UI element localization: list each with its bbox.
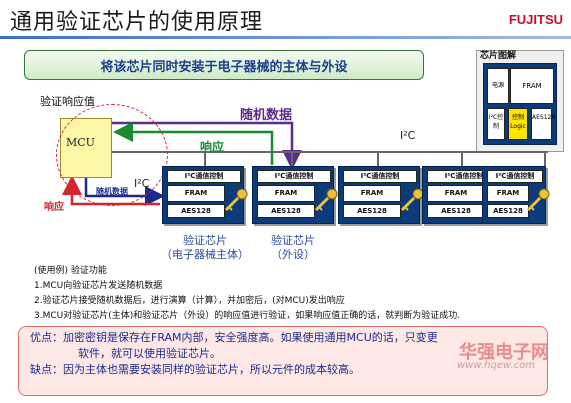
response-arrow-green bbox=[113, 122, 274, 165]
chip-diagram-inset: 电源 FRAM I²C控制 控制Logic AES128 bbox=[476, 50, 564, 152]
key-icon bbox=[314, 188, 338, 212]
page-title: 通用验证芯片的使用原理 bbox=[10, 10, 264, 35]
key-icon bbox=[224, 188, 248, 212]
banner: 将该芯片同时安装于电子器械的主体与外设 bbox=[24, 50, 424, 80]
caption-periph-line2: （外设） bbox=[271, 248, 315, 261]
inset-fram: FRAM bbox=[510, 68, 554, 104]
usage-list: (使用例) 验证功能 1.MCU向验证芯片发送随机数据 2.验证芯片接受随机数据… bbox=[34, 264, 460, 324]
caption-main-line2: （电子器械主体） bbox=[161, 248, 249, 261]
chip-i2c-control: I²C通信控制 bbox=[343, 170, 417, 183]
i2c-bus-label: I²C bbox=[400, 129, 416, 142]
pros-line-1: 优点：加密密钥是保存在FRAM内部，安全强度高。如果使用通用MCU的话，只变更 bbox=[30, 331, 438, 344]
chip-aes: AES128 bbox=[167, 204, 225, 218]
inset-title: 芯片图解 bbox=[480, 51, 517, 61]
fujitsu-logo: FUJITSU bbox=[508, 12, 563, 27]
inset-power: 电源 bbox=[487, 68, 509, 104]
caption-main-line1: 验证芯片 bbox=[183, 234, 227, 247]
inset-i2c: I²C控制 bbox=[487, 108, 505, 140]
chip-fram: FRAM bbox=[487, 185, 529, 202]
chip-i2c-control: I²C通信控制 bbox=[487, 170, 543, 183]
chip-aes: AES128 bbox=[343, 204, 401, 218]
chip-fram: FRAM bbox=[257, 185, 315, 202]
pros-cons-text: 优点：加密密钥是保存在FRAM内部，安全强度高。如果使用通用MCU的话，只变更 … bbox=[30, 330, 550, 378]
chip-fram: FRAM bbox=[427, 185, 485, 202]
chip-aes: AES128 bbox=[427, 204, 485, 218]
pros-cons-box bbox=[18, 326, 548, 396]
usage-header: (使用例) 验证功能 bbox=[34, 266, 107, 276]
usage-item: 1.MCU向验证芯片发送随机数据 bbox=[34, 281, 163, 291]
caption-periph-line1: 验证芯片 bbox=[271, 234, 315, 247]
i2c-local-label: I²C bbox=[134, 177, 150, 190]
chip-peripheral-4: I²C通信控制 FRAM AES128 bbox=[482, 166, 550, 224]
caption-periph: 验证芯片 （外设） bbox=[248, 234, 338, 262]
usage-item: 3.MCU对验证芯片(主体)和验证芯片（外设）的响应值进行验证，如果响应值正确的… bbox=[34, 311, 461, 321]
chip-peripheral-1: I²C通信控制 FRAM AES128 bbox=[252, 166, 338, 224]
caption-main: 验证芯片 （电子器械主体） bbox=[150, 234, 260, 262]
watermark-url: www.hqew.com bbox=[457, 360, 535, 371]
usage-item: 2.验证芯片接受随机数据后，进行演算（计算），并加密后，(对MCU)发出响应 bbox=[34, 296, 345, 306]
inset-aes: AES128 bbox=[531, 108, 555, 140]
cons-line: 缺点：因为主体也需要安装同样的验证芯片，所以元件的成本较高。 bbox=[30, 363, 360, 376]
response-label: 响应 bbox=[200, 140, 225, 154]
chip-fram: FRAM bbox=[343, 185, 401, 202]
chip-i2c-control: I²C通信控制 bbox=[167, 170, 241, 183]
chip-fram: FRAM bbox=[167, 185, 225, 202]
title-underline bbox=[0, 36, 571, 39]
chip-aes: AES128 bbox=[257, 204, 315, 218]
response-value-label: 验证响应值 bbox=[40, 95, 95, 108]
inset-logic: 控制Logic bbox=[508, 108, 528, 140]
random-data-small-label: 随机数据 bbox=[96, 187, 128, 196]
chip-i2c-control: I²C通信控制 bbox=[257, 170, 331, 183]
chip-aes: AES128 bbox=[487, 204, 529, 218]
key-icon bbox=[526, 188, 550, 212]
watermark-name: 华强电子网 bbox=[459, 342, 549, 363]
response-red-label: 响应 bbox=[44, 202, 64, 213]
dashed-circle bbox=[56, 104, 168, 206]
chip-peripheral-2: I²C通信控制 FRAM AES128 bbox=[338, 166, 424, 224]
pros-line-2: 软件，就可以使用验证芯片。 bbox=[78, 347, 221, 360]
random-data-label: 随机数据 bbox=[240, 108, 293, 123]
chip-main: I²C通信控制 FRAM AES128 bbox=[162, 166, 248, 224]
